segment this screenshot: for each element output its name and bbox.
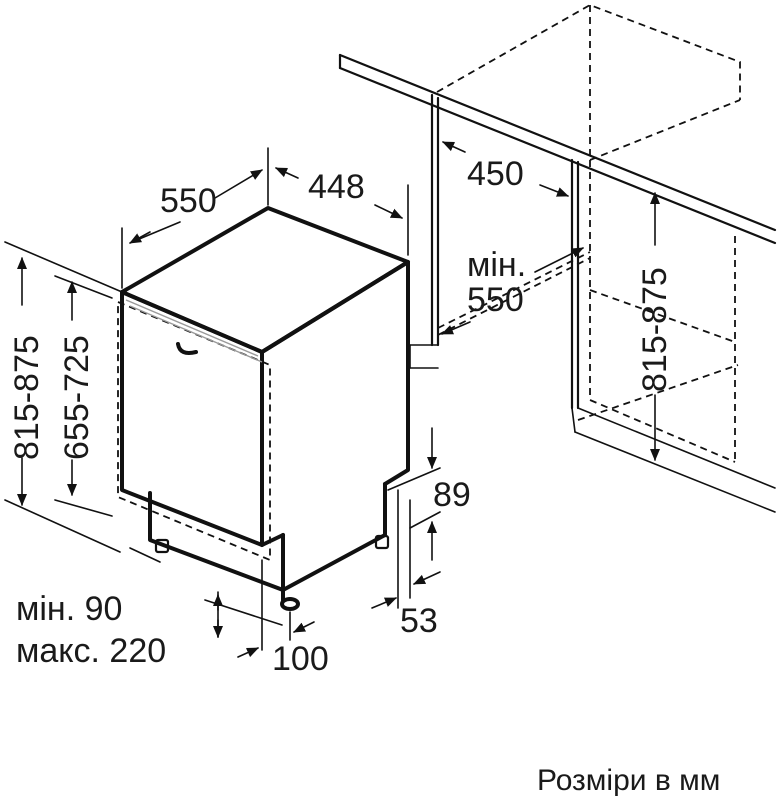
dimension-lines [4,141,660,658]
label-plinth-height: 89 [433,476,471,514]
label-door-clearance-min: мін. 90 [16,590,122,628]
label-height-adjust: 655-725 [58,335,96,460]
units-note: Розміри в мм [537,764,720,797]
label-niche-height: 815-875 [636,267,674,392]
decor-door-panel [117,299,271,562]
label-plinth-gap: 53 [400,602,438,640]
label-height-range: 815-875 [8,335,46,460]
label-niche-width: 450 [467,155,524,193]
label-niche-depth-prefix: мін. [467,246,526,284]
label-door-clearance-max: макс. 220 [16,632,166,670]
label-niche-depth: 550 [467,281,524,319]
dishwasher-body [120,206,410,611]
label-foot-offset: 100 [272,640,329,678]
label-width: 448 [308,168,365,206]
label-depth: 550 [160,182,217,220]
cabinet-niche [338,4,777,513]
